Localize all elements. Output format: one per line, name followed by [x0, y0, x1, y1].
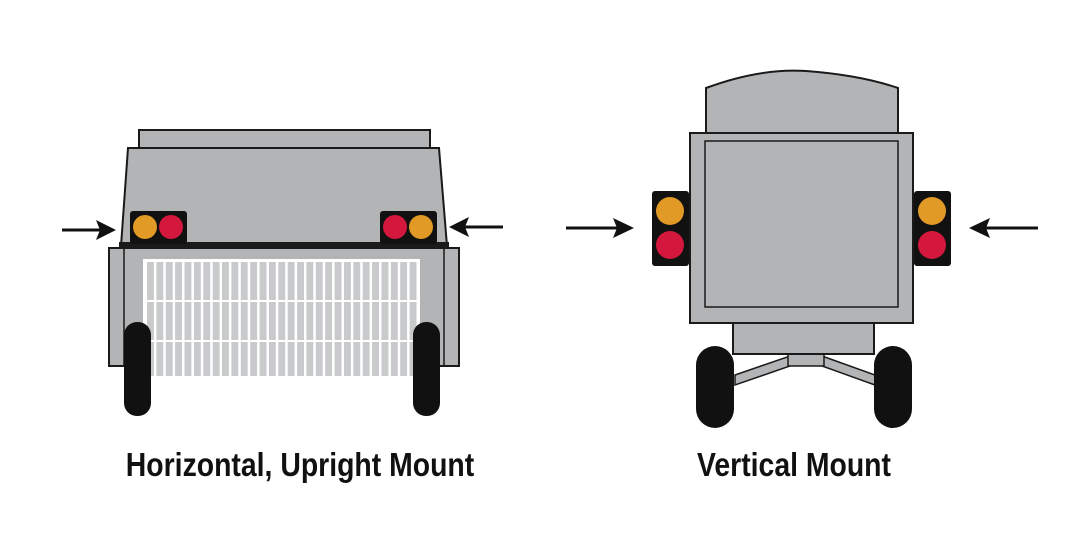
tire-right	[413, 322, 440, 416]
grille-slat	[184, 262, 192, 376]
grille-slat	[381, 262, 389, 376]
tail-light-right	[380, 211, 437, 244]
grille-slat	[156, 262, 164, 376]
grille-crossbar	[146, 340, 418, 342]
grille-slat	[372, 262, 379, 376]
grille-slat	[344, 262, 351, 376]
tail-light-left	[652, 191, 689, 266]
arrow-icon	[62, 220, 116, 240]
tail-light-right	[914, 191, 951, 266]
red-light	[918, 231, 946, 259]
grille-slat	[175, 262, 182, 376]
bumper-bar	[119, 242, 449, 249]
amber-light	[656, 197, 684, 225]
grille-slat	[287, 262, 295, 376]
grille-slat	[400, 262, 408, 376]
grille-slat	[390, 262, 398, 376]
grille-slat	[409, 262, 417, 376]
tire-left	[124, 322, 151, 416]
grille-slat	[268, 262, 276, 376]
grille-slat	[193, 262, 201, 376]
red-light	[383, 215, 407, 239]
trailer-top-cap	[705, 69, 899, 134]
grille-slat	[203, 262, 211, 376]
grille-slat	[165, 262, 173, 376]
amber-light	[133, 215, 157, 239]
trailer-inner-panel	[704, 140, 899, 308]
grille-slat	[231, 262, 239, 376]
grille-slat	[250, 262, 258, 376]
grille-slat	[259, 262, 267, 376]
axle-arm-left	[734, 354, 791, 387]
grille-slat	[278, 262, 286, 376]
red-light	[656, 231, 684, 259]
grille-slat	[325, 262, 333, 376]
arrow-icon	[449, 217, 503, 237]
chassis-box	[732, 322, 875, 355]
axle-arm-right	[821, 354, 876, 387]
grille-slat	[297, 262, 304, 376]
grille-slat	[222, 262, 229, 376]
grille-slat	[306, 262, 314, 376]
grille-slat	[147, 262, 154, 376]
grille-slat	[362, 262, 370, 376]
amber-light	[918, 197, 946, 225]
tail-light-left	[130, 211, 187, 244]
grille-slat	[315, 262, 323, 376]
grille-slats	[146, 262, 418, 376]
arrow-icon	[969, 218, 1038, 238]
arrow-icon	[566, 218, 634, 238]
vertical-mount-trailer	[566, 69, 1038, 428]
grille-slat	[334, 262, 342, 376]
tire-right	[874, 346, 912, 428]
amber-light	[409, 215, 433, 239]
trailer-roof	[138, 129, 431, 150]
caption-vertical-mount: Vertical Mount	[697, 446, 891, 483]
horizontal-mount-trailer	[62, 129, 503, 416]
grille-slat	[212, 262, 220, 376]
tire-left	[696, 346, 734, 428]
caption-horizontal-mount: Horizontal, Upright Mount	[125, 446, 475, 483]
red-light	[159, 215, 183, 239]
grille-slat	[240, 262, 248, 376]
grille-slat	[353, 262, 361, 376]
grille-crossbar	[146, 300, 418, 302]
